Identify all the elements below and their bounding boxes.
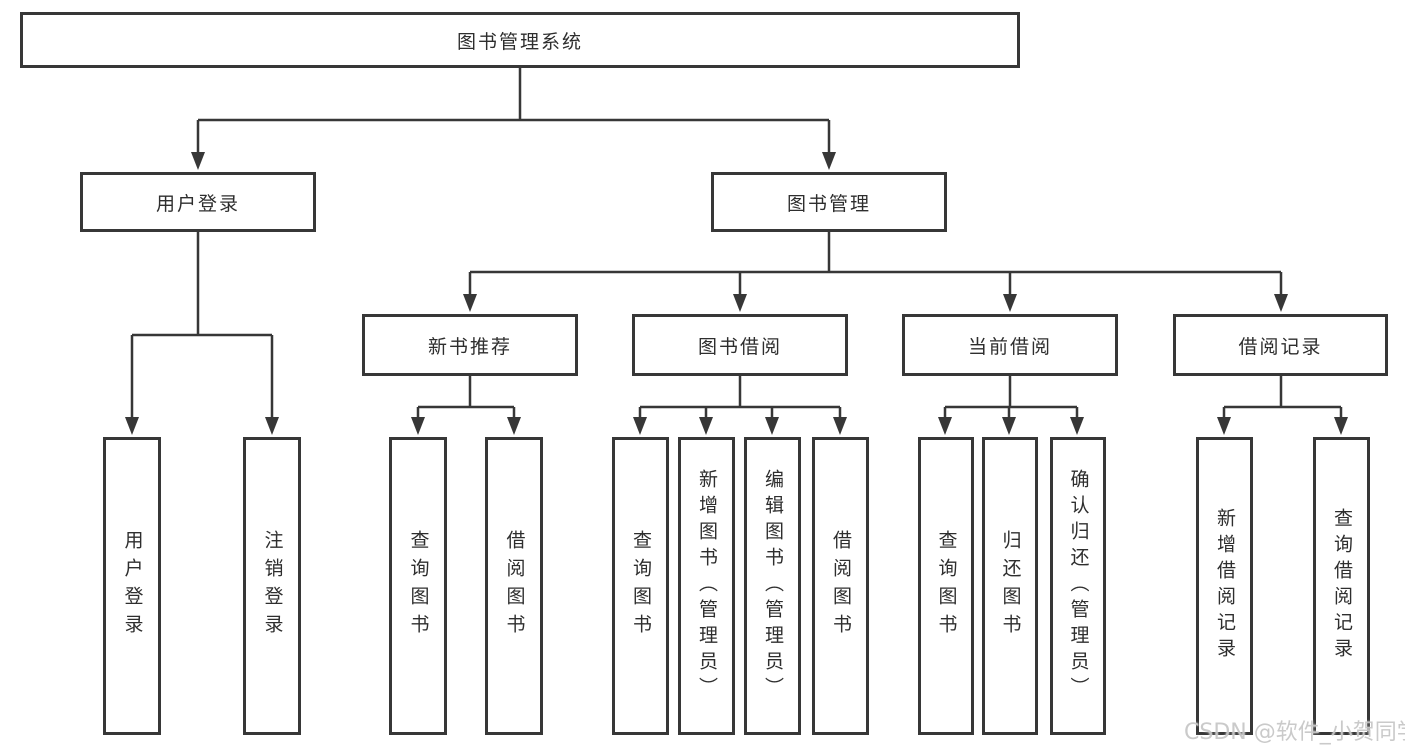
node-current-borrow: 当前借阅 bbox=[902, 314, 1118, 376]
node-label: 图书管理 bbox=[786, 192, 871, 215]
node-label: 查询借阅记录 bbox=[1331, 508, 1353, 664]
leaf-recommend-query-books: 查询图书 bbox=[389, 437, 447, 735]
leaf-current-query-books: 查询图书 bbox=[918, 437, 974, 735]
node-label: 当前借阅 bbox=[967, 335, 1052, 358]
leaf-return-books: 归还图书 bbox=[982, 437, 1038, 735]
leaf-add-books-admin: 新增图书（管理员） bbox=[678, 437, 735, 735]
node-label: 借阅记录 bbox=[1238, 335, 1323, 358]
node-user-login: 用户登录 bbox=[80, 172, 316, 232]
node-book-management-system: 图书管理系统 bbox=[20, 12, 1020, 68]
leaf-recommend-borrow-books: 借阅图书 bbox=[485, 437, 543, 735]
node-label: 注销登录 bbox=[261, 530, 284, 642]
node-book-borrow: 图书借阅 bbox=[632, 314, 848, 376]
node-label: 图书借阅 bbox=[697, 335, 782, 358]
node-label: 查询图书 bbox=[630, 530, 652, 642]
leaf-borrow-books: 借阅图书 bbox=[812, 437, 869, 735]
node-borrow-records: 借阅记录 bbox=[1173, 314, 1388, 376]
node-label: 新增借阅记录 bbox=[1214, 508, 1236, 664]
node-label: 查询图书 bbox=[935, 530, 958, 642]
leaf-query-borrow-record: 查询借阅记录 bbox=[1313, 437, 1370, 735]
csdn-watermark: CSDN @软件_小贺同学 bbox=[1184, 720, 1405, 745]
node-new-book-recommend: 新书推荐 bbox=[362, 314, 578, 376]
node-label: 借阅图书 bbox=[830, 530, 852, 642]
node-book-management: 图书管理 bbox=[711, 172, 947, 232]
leaf-edit-books-admin: 编辑图书（管理员） bbox=[744, 437, 801, 735]
node-label: 归还图书 bbox=[999, 530, 1022, 642]
node-label: 查询图书 bbox=[407, 530, 430, 642]
node-label: 编辑图书（管理员） bbox=[762, 469, 784, 703]
node-label: 新增图书（管理员） bbox=[696, 469, 718, 703]
node-label: 借阅图书 bbox=[503, 530, 526, 642]
leaf-user-login: 用户登录 bbox=[103, 437, 161, 735]
leaf-borrow-query-books: 查询图书 bbox=[612, 437, 669, 735]
node-label: 用户登录 bbox=[155, 192, 240, 215]
node-label: 用户登录 bbox=[121, 530, 144, 642]
leaf-add-borrow-record: 新增借阅记录 bbox=[1196, 437, 1253, 735]
node-label: 图书管理系统 bbox=[456, 30, 583, 53]
leaf-confirm-return-admin: 确认归还（管理员） bbox=[1050, 437, 1106, 735]
arrowheads bbox=[125, 152, 1348, 435]
node-label: 确认归还（管理员） bbox=[1067, 469, 1090, 703]
node-label: 新书推荐 bbox=[427, 335, 512, 358]
leaf-logout: 注销登录 bbox=[243, 437, 301, 735]
